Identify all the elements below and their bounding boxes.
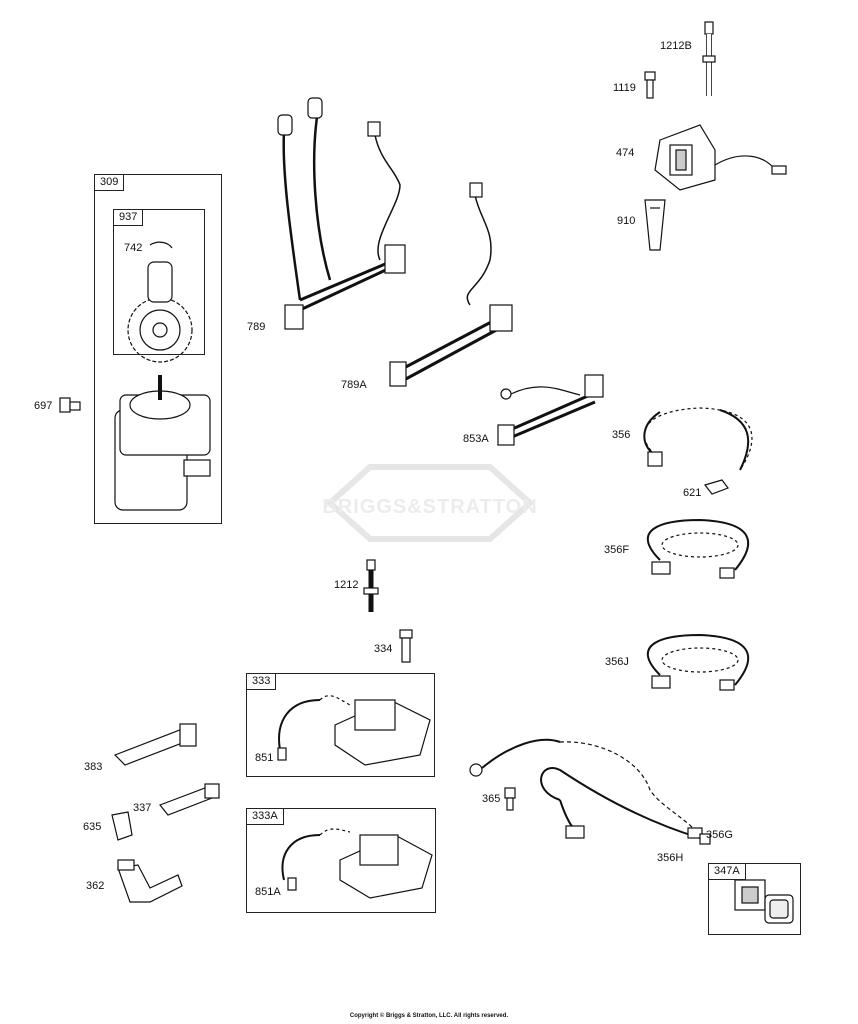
brand-watermark: BRIGGS&STRATTON (322, 496, 538, 518)
part-label-356f: 356F (604, 544, 630, 556)
kit-label-347a: 347A (709, 864, 746, 880)
part-label-742: 742 (124, 242, 143, 254)
copyright-notice: Copyright © Briggs & Stratton, LLC. All … (349, 1013, 509, 1019)
part-label-851: 851 (255, 752, 274, 764)
clip-621-drawing (703, 479, 729, 495)
kit-frame-309 (94, 174, 222, 524)
part-label-356g: 356G (706, 829, 733, 841)
kit-label-937: 937 (114, 210, 144, 226)
kit-frame-347a (708, 863, 801, 935)
stud-1212-drawing (363, 559, 379, 612)
part-label-635: 635 (83, 821, 102, 833)
brand-watermark-badge (325, 464, 535, 542)
wire-853a-drawing (497, 374, 604, 446)
part-label-851a: 851A (255, 886, 281, 898)
spark-plug-337-drawing (159, 783, 220, 816)
boot-362-drawing (117, 859, 183, 903)
part-label-337: 337 (133, 802, 152, 814)
part-label-383: 383 (84, 761, 103, 773)
wire-356g-356h-drawing (469, 738, 711, 845)
part-label-910: 910 (617, 215, 636, 227)
bolt-365-drawing (504, 787, 516, 811)
part-label-621: 621 (683, 487, 702, 499)
part-label-853a: 853A (463, 433, 489, 445)
part-label-789a: 789A (341, 379, 367, 391)
part-label-356: 356 (612, 429, 631, 441)
kit-frame-333a (246, 808, 436, 913)
part-label-697: 697 (34, 400, 53, 412)
module-333a-drawing (281, 828, 433, 899)
tool-383-drawing (113, 723, 197, 766)
wire-356j-drawing (646, 633, 750, 691)
armature-474-drawing (654, 124, 787, 191)
part-label-362: 362 (86, 880, 105, 892)
bolt-697-drawing (59, 397, 81, 413)
part-label-1212: 1212 (334, 579, 359, 591)
harness-789a-drawing (389, 182, 513, 387)
part-label-356j: 356J (605, 656, 629, 668)
bolt-334-drawing (399, 629, 413, 663)
part-label-334: 334 (374, 643, 393, 655)
starter-309-drawing (114, 375, 211, 511)
wire-356f-drawing (646, 518, 750, 579)
kit-label-333a: 333A (247, 809, 284, 825)
part-910-drawing (644, 199, 666, 251)
wire-356-drawing (643, 407, 753, 471)
part-label-1119: 1119 (613, 82, 636, 94)
kit-frame-937 (113, 209, 205, 355)
part-label-474: 474 (616, 147, 635, 159)
kit-label-309: 309 (95, 175, 125, 191)
harness-789-drawing (277, 97, 406, 330)
stud-1212b-drawing (702, 21, 716, 96)
kit-label-333: 333 (247, 674, 277, 690)
bolt-1119-drawing (644, 71, 656, 99)
part-label-356h: 356H (657, 852, 684, 864)
part-label-789: 789 (247, 321, 266, 333)
part-label-365: 365 (482, 793, 501, 805)
kit-frame-333 (246, 673, 435, 777)
part-label-1212b: 1212B (660, 40, 692, 52)
switch-347a-drawing (734, 879, 794, 924)
module-333-drawing (277, 695, 431, 766)
gear-937-drawing (127, 241, 193, 363)
part-635-drawing (111, 811, 133, 841)
